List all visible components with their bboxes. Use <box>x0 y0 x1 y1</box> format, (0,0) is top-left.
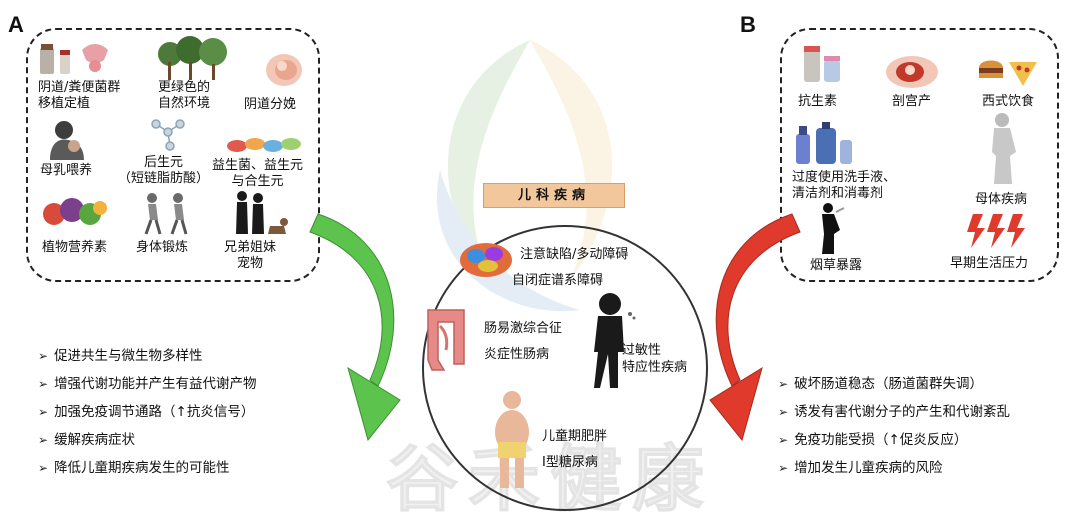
stress-lightning-icon <box>967 214 1025 248</box>
list-item: ➢增强代谢功能并产生有益代谢产物 <box>38 376 257 392</box>
breastfeeding-icon <box>50 121 84 160</box>
list-item: ➢增加发生儿童疾病的风险 <box>778 460 943 476</box>
vegetables-icon <box>43 198 107 225</box>
label-ibs: 肠易激综合征 <box>484 321 563 336</box>
panel-b-label: B <box>740 12 756 37</box>
running-kids-icon <box>144 193 188 235</box>
list-item: ➢加强免疫调节通路（↑抗炎信号） <box>38 404 255 420</box>
label-adhd: 注意缺陷/多动障碍 <box>520 247 629 262</box>
label-maternal-disease: 母体疾病 <box>975 192 1028 207</box>
list-item: ➢降低儿童期疾病发生的可能性 <box>38 460 230 476</box>
label-vaginal-fecal-transplant: 阴道/粪便菌群移植定植 <box>38 80 121 111</box>
label-allergy: 过敏性特应性疾病 <box>622 343 688 375</box>
intestine-icon <box>427 309 465 371</box>
label-cesarean: 剖宫产 <box>892 94 932 109</box>
western-food-icon <box>979 60 1037 86</box>
maternal-figure-icon <box>992 113 1016 184</box>
list-item: ➢免疫功能受损（↑促炎反应） <box>778 432 968 448</box>
cesarean-icon <box>886 56 938 88</box>
label-early-life-stress: 早期生活压力 <box>950 256 1029 271</box>
lab-tubes-icon <box>40 44 108 74</box>
label-vaginal-delivery: 阴道分娩 <box>244 97 297 112</box>
label-smoke-exposure: 烟草暴露 <box>810 258 863 273</box>
sneezing-child-icon <box>594 293 636 388</box>
watermark-text: 谷禾健康 <box>385 437 714 522</box>
label-greener-environment: 更绿色的自然环境 <box>158 80 211 111</box>
siblings-dog-icon <box>236 191 288 234</box>
label-ibd: 炎症性肠病 <box>484 347 550 362</box>
red-curved-arrow <box>709 213 801 442</box>
label-probiotics: 益生菌、益生元与合生元 <box>212 158 304 189</box>
list-item: ➢破坏肠道稳态（肠道菌群失调） <box>778 376 984 392</box>
risk-factors-box <box>780 28 1059 282</box>
label-postbiotics: 后生元（短链脂肪酸） <box>118 155 210 186</box>
green-curved-arrow <box>309 213 401 442</box>
forest-icon <box>158 36 227 80</box>
pediatric-disease-title: 儿科疾病 <box>483 183 625 208</box>
label-antibiotics: 抗生素 <box>798 94 838 109</box>
label-asd: 自闭症谱系障碍 <box>512 273 604 288</box>
molecule-icon <box>151 119 185 151</box>
probiotic-pills-icon <box>227 138 301 152</box>
label-breastfeeding: 母乳喂养 <box>40 163 93 178</box>
panel-a-label: A <box>8 12 24 37</box>
label-phytonutrients: 植物营养素 <box>42 240 108 255</box>
watermark-logo <box>436 40 613 312</box>
label-childhood-obesity: 儿童期肥胖 <box>542 429 608 444</box>
list-item: ➢促进共生与微生物多样性 <box>38 348 203 364</box>
list-item: ➢诱发有害代谢分子的产生和代谢紊乱 <box>778 404 1011 420</box>
brain-icon <box>460 243 512 277</box>
smoking-pregnant-icon <box>822 203 845 254</box>
obese-child-icon <box>495 391 529 488</box>
label-exercise: 身体锻炼 <box>136 240 189 255</box>
label-siblings-pets: 兄弟姐妹宠物 <box>224 240 277 271</box>
protective-factors-box <box>26 28 320 282</box>
label-disinfectants: 过度使用洗手液、清洁剂和消毒剂 <box>792 170 897 201</box>
antibiotics-icon <box>804 46 840 82</box>
cleaning-bottles-icon <box>796 122 852 164</box>
label-type1-diabetes: Ⅰ型糖尿病 <box>542 455 598 470</box>
list-item: ➢缓解疾病症状 <box>38 432 136 448</box>
pregnancy-uterus-icon <box>266 54 302 86</box>
disease-circle <box>422 225 708 511</box>
label-western-diet: 西式饮食 <box>982 94 1035 109</box>
